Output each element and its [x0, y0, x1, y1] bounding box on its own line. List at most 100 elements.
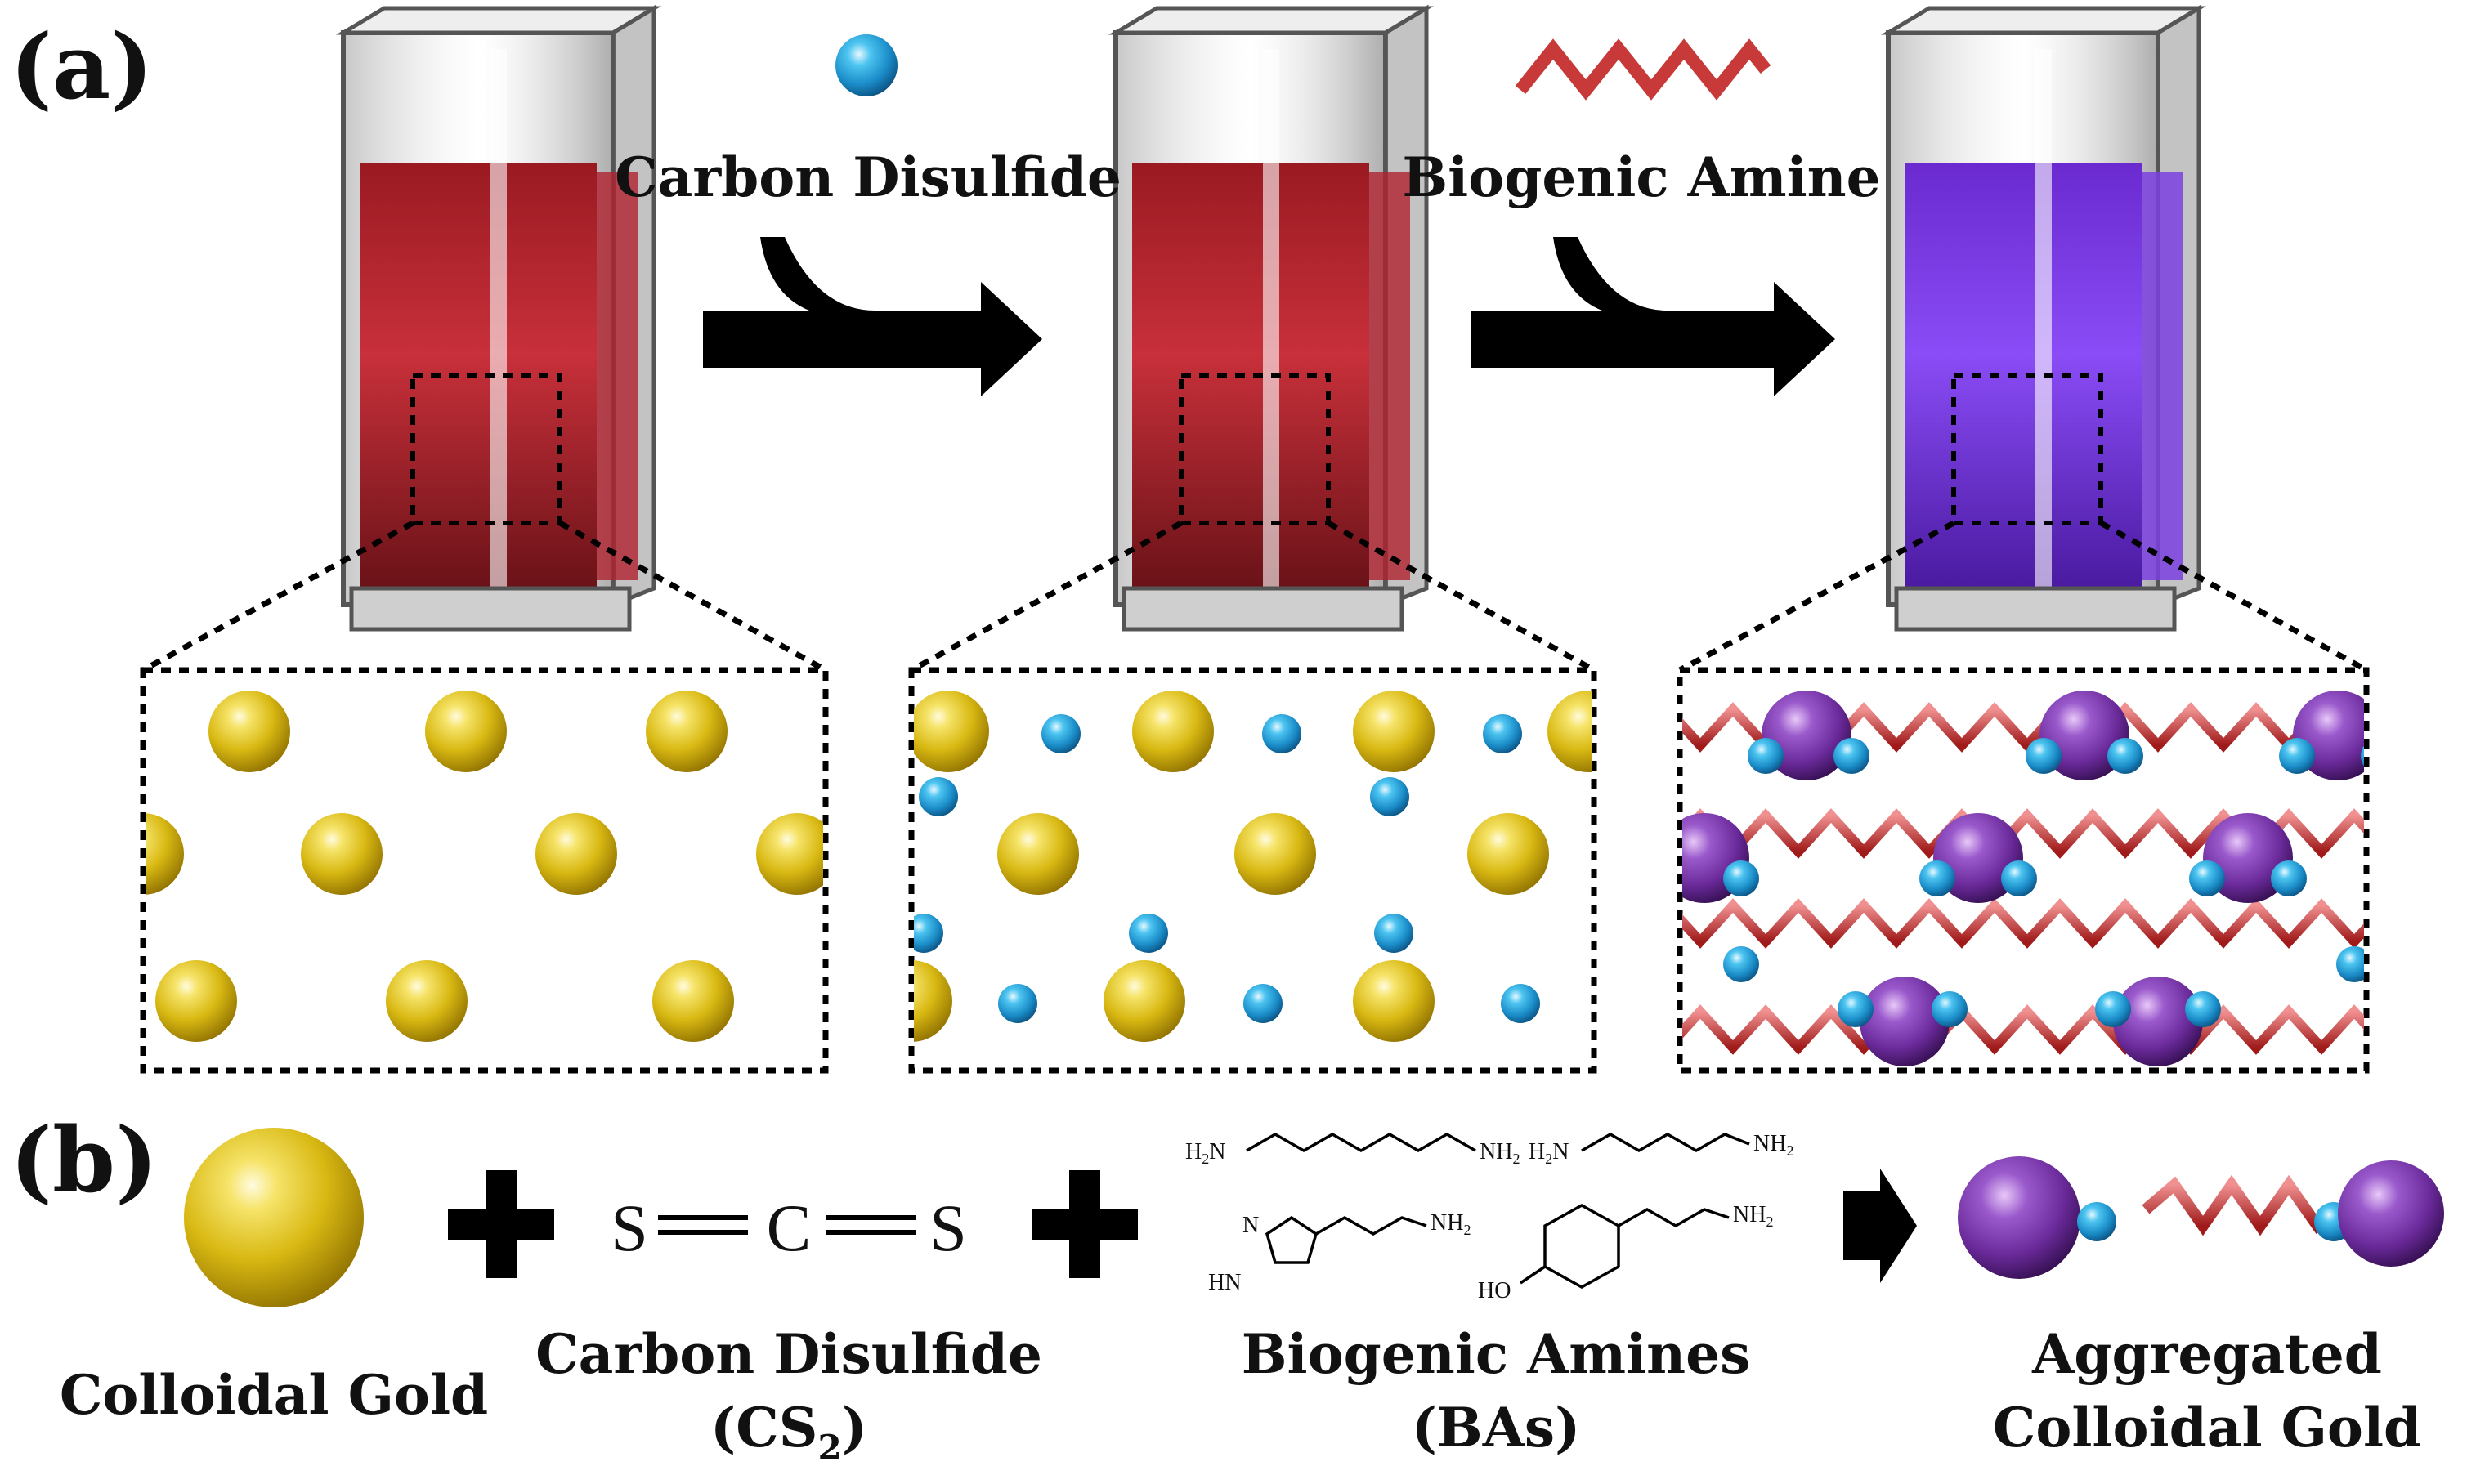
cs2-bead [1501, 984, 1540, 1023]
gold-nanoparticle [535, 813, 617, 895]
plus-icon [448, 1170, 554, 1278]
cs2-bead [2279, 738, 2315, 774]
svg-text:HN: HN [1208, 1270, 1241, 1295]
gold-nanoparticle [1132, 691, 1214, 772]
cs2-bead [1041, 714, 1081, 753]
bas-abbr-label: (BAs) [1412, 1396, 1581, 1459]
cs2-atom-c: C [767, 1191, 812, 1265]
gold-nanoparticle [1104, 960, 1185, 1042]
cs2-bead [1833, 738, 1869, 774]
aggregated-gold-particle [1860, 977, 1950, 1066]
plus-icon [1032, 1170, 1138, 1278]
panel-a-label: (a) [10, 14, 153, 119]
gold-nanoparticle [386, 960, 468, 1042]
gold-nanoparticle [646, 691, 728, 772]
cs2-bead [1262, 714, 1301, 753]
cs2-formula-label: (CS2) [710, 1396, 867, 1468]
cs2-bead [2185, 991, 2221, 1027]
cs2-bead-icon [835, 34, 898, 96]
cs2-bead [2095, 991, 2131, 1027]
cs2-bead [2271, 860, 2307, 896]
aggregated-label-line2: Colloidal Gold [1993, 1396, 2421, 1459]
colloidal-gold-sphere [184, 1128, 364, 1307]
gold-nanoparticle [1467, 813, 1549, 895]
zoom-box [1179, 373, 1331, 525]
zoom-panel-aggregated [1677, 667, 2370, 1074]
zoom-panel-cs2 [908, 667, 1597, 1074]
aggregated-gold-particle [2113, 977, 2203, 1066]
svg-text:H2N: H2N [1185, 1139, 1225, 1167]
gold-nanoparticle [208, 691, 290, 772]
reaction-arrow-icon [1843, 1169, 1917, 1283]
cs2-bead [1932, 991, 1968, 1027]
cs2-bead [1723, 860, 1759, 896]
svg-text:NH2: NH2 [1753, 1131, 1793, 1159]
cs2-bead [2361, 745, 2364, 767]
cuvette-cs2 [1108, 4, 1435, 632]
svg-text:NH2: NH2 [1431, 1210, 1471, 1238]
gold-nanoparticle [425, 691, 507, 772]
amine-chain-icon [1515, 38, 1771, 101]
aggregated-gold-particle [1933, 813, 2023, 903]
zoom-panel-gold [140, 667, 829, 1074]
gold-nanoparticle [1353, 960, 1435, 1042]
svg-text:H2N: H2N [1529, 1139, 1569, 1167]
cs2-bead [1243, 984, 1283, 1023]
gold-nanoparticle [1547, 691, 1592, 772]
cs2-bead [2001, 860, 2037, 896]
cs2-bead [998, 984, 1037, 1023]
step1-label: Carbon Disulfide [615, 145, 1122, 209]
gold-nanoparticle [155, 960, 237, 1042]
cs2-bead [2336, 946, 2364, 982]
cs2-atom-s1: S [611, 1191, 648, 1265]
aggregated-label-line1: Aggregated [2031, 1322, 2382, 1386]
amine-atom-labels: H2N NH2 H2N NH2 N HN NH2 NH2 HO [1185, 1131, 1793, 1303]
svg-text:N: N [1242, 1213, 1259, 1238]
aggregated-gold-particle [2203, 813, 2293, 903]
svg-text:NH2: NH2 [1733, 1202, 1773, 1230]
biogenic-amine-structures [1246, 1132, 1750, 1290]
amine-chain [1682, 898, 2364, 949]
cs2-bead [1723, 946, 1759, 982]
gold-nanoparticle [1353, 691, 1435, 772]
cs2-bead [1919, 860, 1955, 896]
cs2-bead [2107, 738, 2143, 774]
cs2-bead [1838, 991, 1874, 1027]
cs2-bead [919, 777, 958, 816]
gold-nanoparticle [914, 960, 952, 1042]
step2-arrow [1471, 237, 1835, 396]
zoom-lines [141, 520, 2368, 673]
svg-text:HO: HO [1478, 1278, 1511, 1303]
cuvette-initial [335, 4, 662, 632]
step2-label: Biogenic Amine [1402, 145, 1880, 209]
cuvette-aggregated [1880, 4, 2207, 632]
aggregated-gold-particle [2039, 691, 2129, 780]
cs2-name-label: Carbon Disulfide [535, 1322, 1042, 1386]
cs2-bead [1748, 738, 1784, 774]
cs2-atom-s2: S [929, 1191, 967, 1265]
cs2-structure: S C S [611, 1191, 967, 1265]
aggregated-gold-particle [1762, 691, 1851, 780]
amine-chain [1682, 1004, 2364, 1055]
zoom-box [410, 373, 562, 525]
gold-nanoparticle [146, 813, 184, 895]
step1-arrow [703, 237, 1042, 396]
gold-nanoparticle [914, 691, 989, 772]
cs2-bead [1374, 914, 1413, 953]
colloidal-gold-label: Colloidal Gold [60, 1363, 488, 1427]
gold-nanoparticle [756, 813, 823, 895]
aggregated-gold-diagram [1958, 1156, 2444, 1279]
cs2-bead [2189, 860, 2225, 896]
cs2-bead [1483, 714, 1522, 753]
cs2-bead [1129, 914, 1168, 953]
gold-nanoparticle [997, 813, 1079, 895]
svg-text:NH2: NH2 [1480, 1139, 1520, 1167]
zoom-box [1951, 373, 2103, 525]
gold-nanoparticle [1234, 813, 1316, 895]
cs2-bead [914, 914, 943, 953]
bas-name-label: Biogenic Amines [1242, 1322, 1751, 1386]
cs2-bead [1370, 777, 1409, 816]
gold-nanoparticle [301, 813, 383, 895]
panel-b-label: (b) [10, 1107, 158, 1213]
gold-nanoparticle [652, 960, 734, 1042]
